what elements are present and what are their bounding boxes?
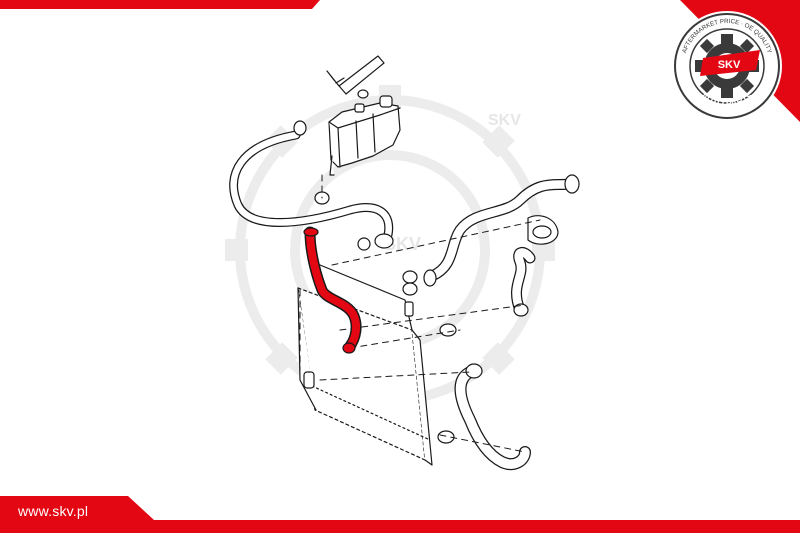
expansion-tank: [328, 95, 401, 176]
top-left-red-band: [0, 0, 320, 9]
bottom-red-band: [0, 496, 800, 533]
lower-radiator-hose: [454, 363, 531, 471]
upper-bypass-hose: [229, 130, 394, 249]
highlighted-coolant-hose: [303, 226, 362, 354]
upper-radiator-hose: [423, 174, 580, 287]
vent-hose: [326, 55, 385, 99]
logo-center-text: SKV: [718, 59, 741, 71]
heater-hose: [510, 247, 536, 317]
radiator: [297, 264, 433, 466]
brand-logo: SKV AFTERMARKET PRICE · OE QUALITY AUTO …: [672, 11, 782, 121]
website-url[interactable]: www.skv.pl: [18, 503, 89, 519]
watermark-text: SKV: [488, 112, 521, 129]
cooling-system-drawing: [229, 55, 580, 471]
thermostat-housing: [527, 215, 559, 245]
dashed-guides: [299, 174, 541, 453]
